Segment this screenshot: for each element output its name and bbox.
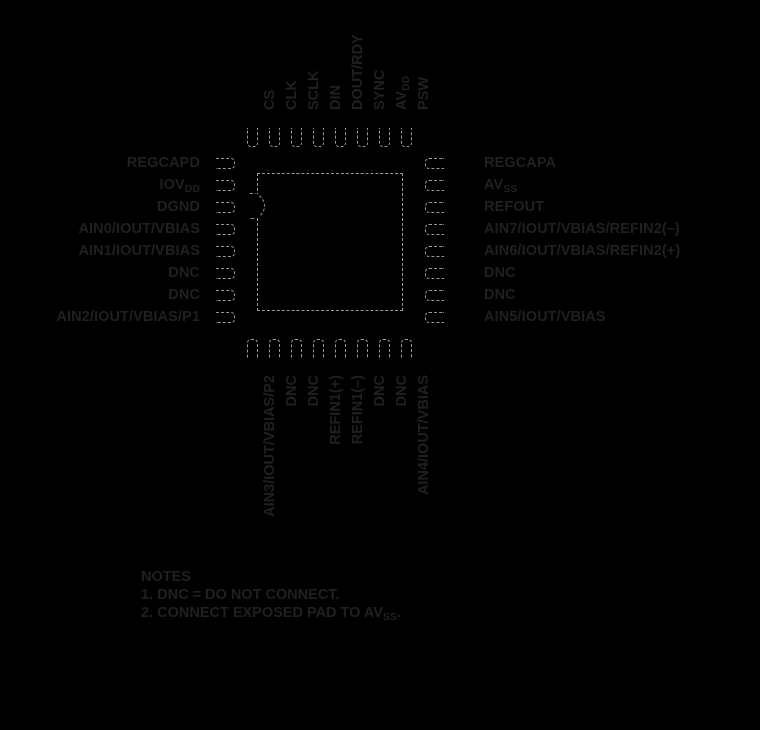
pin-left-17: [216, 312, 235, 323]
pin1-notch-mask: [255, 194, 259, 218]
pin-right-5: [425, 246, 444, 257]
pin-bottom-12: [335, 339, 346, 358]
pin-top-28: [313, 128, 324, 147]
pin-top-25: [247, 128, 258, 147]
pin-label-top-26: CLK: [284, 80, 300, 110]
pin-label-left-19: DNC: [168, 265, 200, 281]
pin-bottom-16: [247, 339, 258, 358]
pin-label-top-32: PSW: [416, 76, 432, 110]
pin-right-7: [425, 290, 444, 301]
pin-bottom-15: [269, 339, 280, 358]
pin-label-right-8: AIN5/IOUT/VBIAS: [484, 309, 606, 325]
pin-label-left-22: DGND: [156, 199, 200, 215]
pin-label-left-18: DNC: [168, 287, 200, 303]
pin-label-left-24: REGCAPD: [126, 155, 200, 171]
pin-right-8: [425, 312, 444, 323]
pin-bottom-14: [291, 339, 302, 358]
pin-left-22: [216, 202, 235, 213]
pin-top-31: [379, 128, 390, 147]
pin-label-bottom-15: DNC: [284, 375, 300, 407]
pin-label-right-2: AVSS: [484, 177, 518, 195]
pin-label-left-23: IOVDD: [159, 177, 200, 195]
pin-label-top-28: DIN: [328, 85, 344, 110]
pin-bottom-10: [379, 339, 390, 358]
pin-label-right-7: DNC: [484, 287, 516, 303]
pin-left-19: [216, 268, 235, 279]
pin-label-bottom-12: REFIN1(–): [350, 375, 366, 445]
pin-left-23: [216, 180, 235, 191]
pin-top-27: [291, 128, 302, 147]
pin-label-top-31: AVDD: [394, 75, 412, 110]
pin-left-21: [216, 224, 235, 235]
pin-label-bottom-14: DNC: [306, 375, 322, 407]
pin-bottom-9: [401, 339, 412, 358]
pin-right-3: [425, 202, 444, 213]
notes-heading: NOTES: [141, 569, 191, 585]
pin-label-bottom-13: REFIN1(+): [328, 375, 344, 445]
pin-label-top-27: SCLK: [306, 70, 322, 110]
pin-label-left-21: AIN0/IOUT/VBIAS: [78, 221, 200, 237]
pin-label-right-5: AIN6/IOUT/VBIAS/REFIN2(+): [484, 243, 681, 259]
pin-label-left-20: AIN1/IOUT/VBIAS: [78, 243, 200, 259]
pin-label-bottom-10: DNC: [394, 375, 410, 407]
pin-label-top-30: SYNC: [372, 69, 388, 110]
note-item-2: 2. CONNECT EXPOSED PAD TO AVSS.: [141, 605, 401, 624]
notes-block: NOTES 1. DNC = DO NOT CONNECT. 2. CONNEC…: [141, 568, 401, 624]
pin-bottom-13: [313, 339, 324, 358]
pin-bottom-11: [357, 339, 368, 358]
pin-label-left-17: AIN2/IOUT/VBIAS/P1: [56, 309, 200, 325]
pin-label-right-1: REGCAPA: [484, 155, 557, 171]
package-body-outline: [257, 173, 403, 311]
pin-label-top-25: CS: [262, 89, 278, 110]
note-item-1: 1. DNC = DO NOT CONNECT.: [141, 587, 340, 604]
pin-label-right-4: AIN7/IOUT/VBIAS/REFIN2(–): [484, 221, 680, 237]
pin-label-right-6: DNC: [484, 265, 516, 281]
pin-label-bottom-11: DNC: [372, 375, 388, 407]
pin-right-2: [425, 180, 444, 191]
pin-label-bottom-16: AIN3/IOUT/VBIAS/P2: [262, 375, 278, 517]
pin-left-18: [216, 290, 235, 301]
pin-label-top-29: DOUT/RDY: [350, 34, 366, 110]
pin-right-6: [425, 268, 444, 279]
pin-left-20: [216, 246, 235, 257]
pin-right-1: [425, 158, 444, 169]
pin-top-29: [335, 128, 346, 147]
pin-top-32: [401, 128, 412, 147]
pin-label-bottom-9: AIN4/IOUT/VBIAS: [416, 375, 432, 496]
pin-left-24: [216, 158, 235, 169]
pin-top-30: [357, 128, 368, 147]
pin-label-right-3: REFOUT: [484, 199, 545, 215]
pin-top-26: [269, 128, 280, 147]
pin-right-4: [425, 224, 444, 235]
